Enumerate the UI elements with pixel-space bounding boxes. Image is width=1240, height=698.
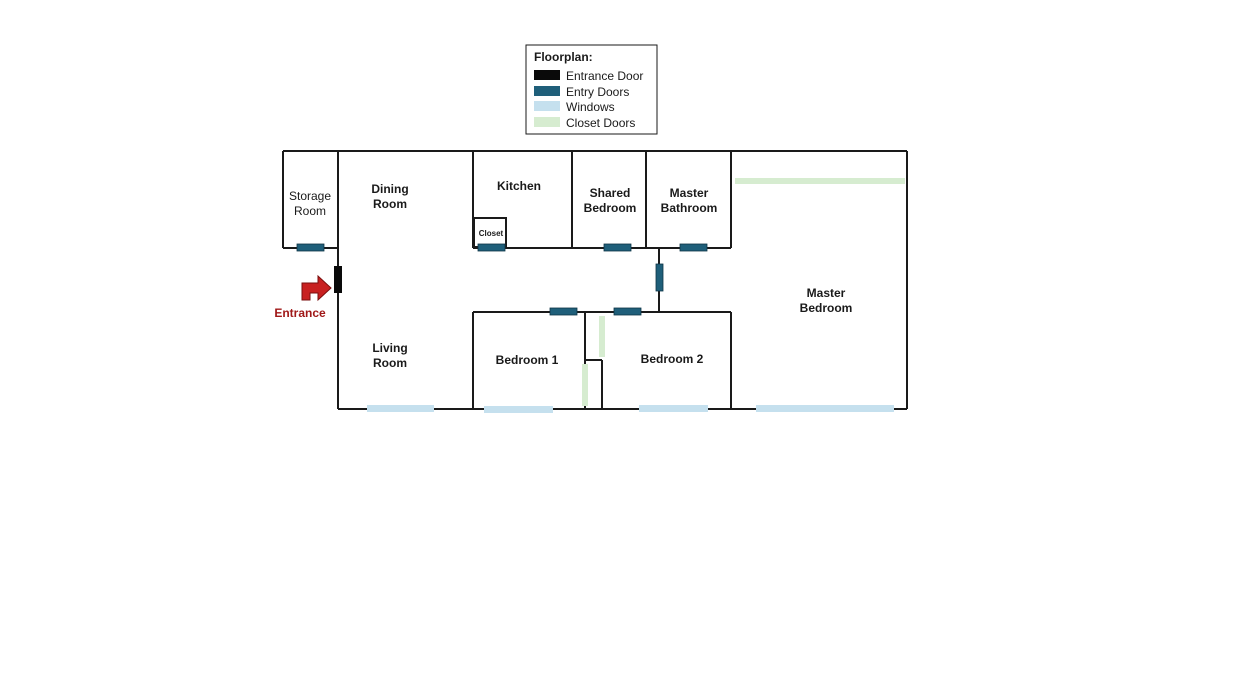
entry-door-storage	[296, 243, 325, 252]
entry-door-kitchen-closet	[477, 243, 506, 252]
living-room-label-line2: Room	[373, 356, 407, 370]
kitchen-label: Kitchen	[497, 179, 541, 193]
legend-swatch-closet-doors	[534, 117, 560, 127]
closet-label: Closet	[479, 229, 504, 238]
storage-room-label-line1: Storage	[289, 189, 331, 203]
legend-label-entry-doors: Entry Doors	[566, 85, 629, 99]
bedroom1-label: Bedroom 1	[496, 353, 559, 367]
legend-swatch-entry-doors	[534, 86, 560, 96]
legend-label-entrance-door: Entrance Door	[566, 69, 643, 83]
window-master-bedroom	[756, 405, 894, 412]
entrance-door	[334, 266, 342, 293]
bedroom2-label: Bedroom 2	[641, 352, 704, 366]
master-bathroom-label-line2: Bathroom	[661, 201, 718, 215]
window-living-room	[367, 405, 434, 412]
entrance-arrow-shape	[301, 274, 332, 302]
legend-label-windows: Windows	[566, 100, 615, 114]
legend-swatch-entrance-door	[534, 70, 560, 80]
closet-door-bedroom1	[582, 364, 588, 406]
master-bathroom-label-line1: Master	[670, 186, 709, 200]
closet-doors	[582, 178, 905, 406]
storage-room-label-line2: Room	[294, 204, 326, 218]
walls	[282, 150, 908, 410]
entry-door-shared-bedroom	[603, 243, 632, 252]
legend-swatch-windows	[534, 101, 560, 111]
legend: Floorplan: Entrance Door Entry Doors Win…	[525, 44, 658, 135]
legend-title: Floorplan:	[534, 50, 593, 64]
entry-door-master-bedroom	[655, 263, 664, 292]
entry-door-bedroom1	[549, 307, 578, 316]
shared-bedroom-label-line2: Bedroom	[584, 201, 637, 215]
windows	[367, 405, 894, 413]
room-labels: Storage Room Dining Room Kitchen Closet …	[289, 179, 852, 370]
window-bedroom2	[639, 405, 708, 412]
dining-room-label-line2: Room	[373, 197, 407, 211]
living-room-label-line1: Living	[372, 341, 407, 355]
master-bedroom-label-line1: Master	[807, 286, 846, 300]
shared-bedroom-label-line1: Shared	[590, 186, 631, 200]
dining-room-label-line1: Dining	[371, 182, 408, 196]
legend-label-closet-doors: Closet Doors	[566, 116, 635, 130]
entry-door-bedroom2	[613, 307, 642, 316]
entrance-label: Entrance	[274, 306, 326, 320]
window-bedroom1	[484, 406, 553, 413]
entry-doors	[296, 243, 708, 316]
master-bedroom-label-line2: Bedroom	[800, 301, 853, 315]
closet-door-master-bedroom	[735, 178, 905, 184]
entry-door-master-bathroom	[679, 243, 708, 252]
closet-door-bedroom2	[599, 316, 605, 357]
